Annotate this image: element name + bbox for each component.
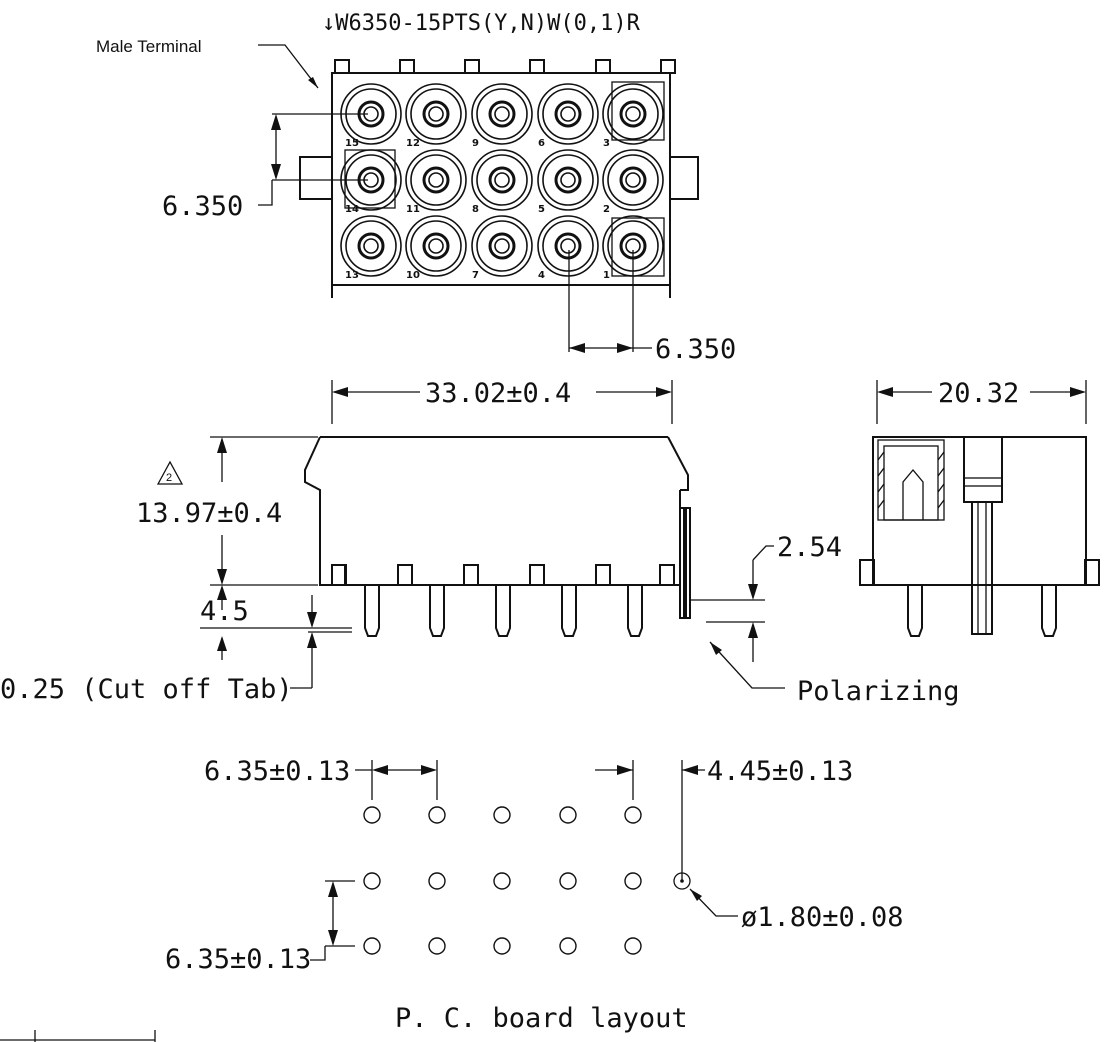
pin-number: 13 [345,270,359,281]
pin-number: 3 [603,138,610,149]
pcb-hole-pattern [363,806,642,955]
pcb-pitch-y-dimension: 6.35±0.13 [165,880,355,975]
pin-number: 2 [603,204,610,215]
terminal-cavities: 15 12 9 6 3 14 11 8 5 2 13 10 7 4 1 [340,83,664,281]
pin-number: 7 [472,270,479,281]
side-pins [364,585,643,637]
pcb-hole [624,937,642,955]
terminal-cavity: 13 [340,215,402,281]
pitch-horizontal-dimension: 6.350 [568,250,736,365]
pcb-pitch-x-dimension: 6.35±0.13 [204,756,438,800]
pcb-peg-offset-dimension: 4.45±0.13 [595,756,853,880]
pcb-hole [624,872,642,890]
width-dimension: 20.32 [876,378,1087,424]
terminal-cavity: 3 [602,83,664,149]
pcb-hole [428,937,446,955]
part-number: ↓W6350-15PTS(Y,N)W(0,1)R [322,11,641,36]
pcb-peg-hole: ø1.80±0.08 [673,872,904,933]
pin-number: 8 [472,204,479,215]
revision-number: 2 [166,472,172,484]
pin-number: 15 [345,138,359,149]
standoffs [331,564,675,586]
pcb-hole [493,872,511,890]
pin-number: 4 [538,270,545,281]
pcb-hole [428,872,446,890]
cut-off-tab-label: 0.25 (Cut off Tab) [0,674,293,705]
pcb-hole [559,937,577,955]
terminal-cavity: 9 [471,83,533,149]
pcb-hole [363,806,381,824]
pitch-vertical-dimension: 6.350 [162,113,368,222]
pcb-hole [493,937,511,955]
male-terminal-callout: Male Terminal [96,37,319,89]
terminal-cavity: 2 [602,149,664,215]
connector-end-view [859,436,1100,637]
pitch-horizontal-label: 6.350 [655,334,736,365]
pcb-pitch-x-label: 6.35±0.13 [204,756,350,787]
pitch-vertical-label: 6.350 [162,191,243,222]
polarizing-callout: Polarizing [709,641,960,707]
terminal-cavity: 4 [537,215,599,281]
pin-number: 6 [538,138,545,149]
terminal-cavity: 8 [471,149,533,215]
pin-number: 12 [406,138,420,149]
terminal-cavity: 11 [405,149,467,215]
terminal-cavity: 7 [471,215,533,281]
polarizing-gap-dimension: 2.54 [690,532,842,662]
pcb-pitch-y-label: 6.35±0.13 [165,944,311,975]
pcb-layout-title: P. C. board layout [395,1003,688,1034]
terminal-cavity: 6 [537,83,599,149]
polarizing-label: Polarizing [797,676,960,707]
height-dimension: 13.97±0.4 [136,436,318,586]
pcb-hole [493,806,511,824]
male-terminal-label: Male Terminal [96,37,202,56]
pcb-hole-diameter-label: ø1.80±0.08 [741,902,904,933]
pcb-hole [363,937,381,955]
pcb-peg-offset-label: 4.45±0.13 [707,756,853,787]
pin-number: 5 [538,204,545,215]
pin-number: 1 [603,270,610,281]
pin-number: 9 [472,138,479,149]
top-tabs [334,59,676,74]
length-dimension: 33.02±0.4 [331,378,673,424]
revision-triangle: 2 [156,460,184,485]
connector-side-view [304,436,691,637]
terminal-cavity: 5 [537,149,599,215]
polarizing-gap-label: 2.54 [777,532,842,563]
pcb-hole [559,872,577,890]
width-label: 20.32 [938,378,1019,409]
terminal-cavity: 10 [405,215,467,281]
terminal-cavity: 12 [405,83,467,149]
hatching [877,451,945,509]
terminal-cavity: 15 [340,83,402,149]
connector-front-view: 15 12 9 6 3 14 11 8 5 2 13 10 7 4 1 [299,59,699,298]
pin-number: 10 [406,270,420,281]
pin-length-label: 4.5 [200,596,249,627]
length-label: 33.02±0.4 [425,378,571,409]
height-label: 13.97±0.4 [136,498,282,529]
pcb-hole [428,806,446,824]
pcb-hole [624,806,642,824]
pcb-hole [559,806,577,824]
pcb-hole [363,872,381,890]
pin-number: 11 [406,204,420,215]
pin-length-dimension: 4.5 0.25 (Cut off Tab) [0,585,352,705]
pin-number: 14 [345,204,359,215]
title-block-fragment [0,1030,156,1042]
terminal-cavity: 14 [340,149,402,215]
